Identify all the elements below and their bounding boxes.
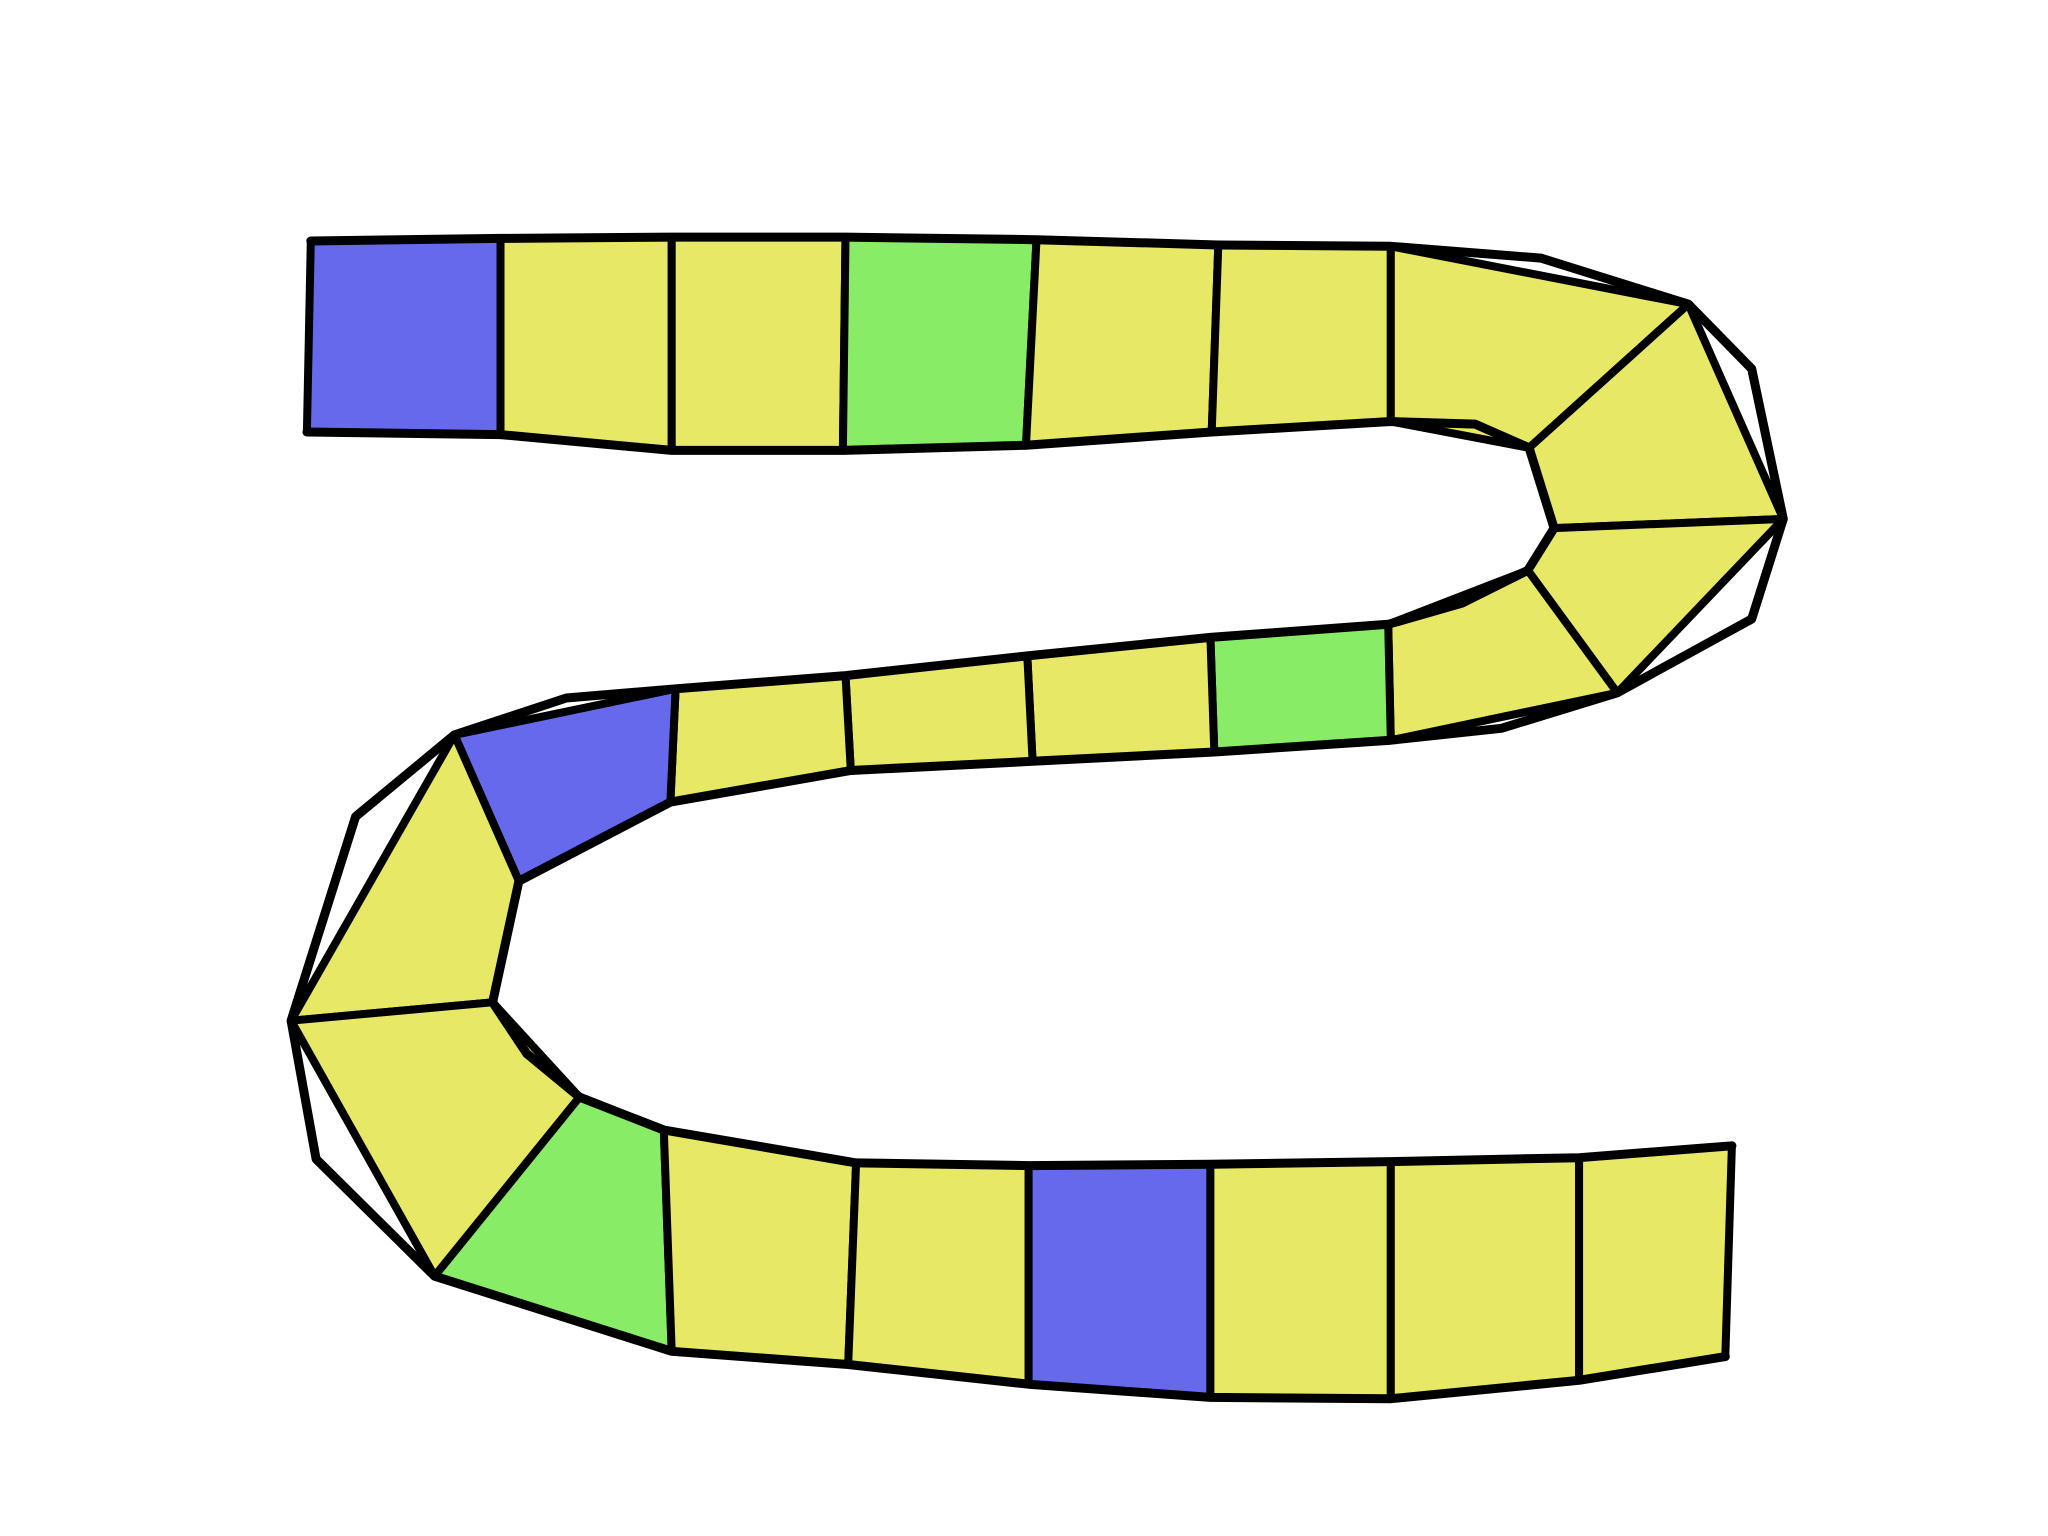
board-space-yellow (844, 1158, 1033, 1389)
board-space-yellow (1022, 235, 1223, 450)
path-edge-inner (286, 417, 1730, 1404)
board-space-blue (1024, 1160, 1215, 1402)
board-path-outline (286, 232, 1788, 1404)
board-space-yellow (496, 233, 676, 455)
board-spaces (287, 233, 1788, 1403)
board-space-yellow (659, 1126, 861, 1369)
board-space-yellow (1207, 241, 1395, 436)
board-space-yellow (1386, 1153, 1584, 1403)
board-space-yellow (1206, 1157, 1395, 1403)
board-space-yellow (1575, 1141, 1736, 1385)
board-space-green (838, 233, 1041, 455)
board-space-yellow (667, 233, 850, 455)
path-edge-outer (306, 232, 1788, 1171)
board-space-green (1206, 620, 1395, 756)
board-space-blue (302, 234, 505, 439)
